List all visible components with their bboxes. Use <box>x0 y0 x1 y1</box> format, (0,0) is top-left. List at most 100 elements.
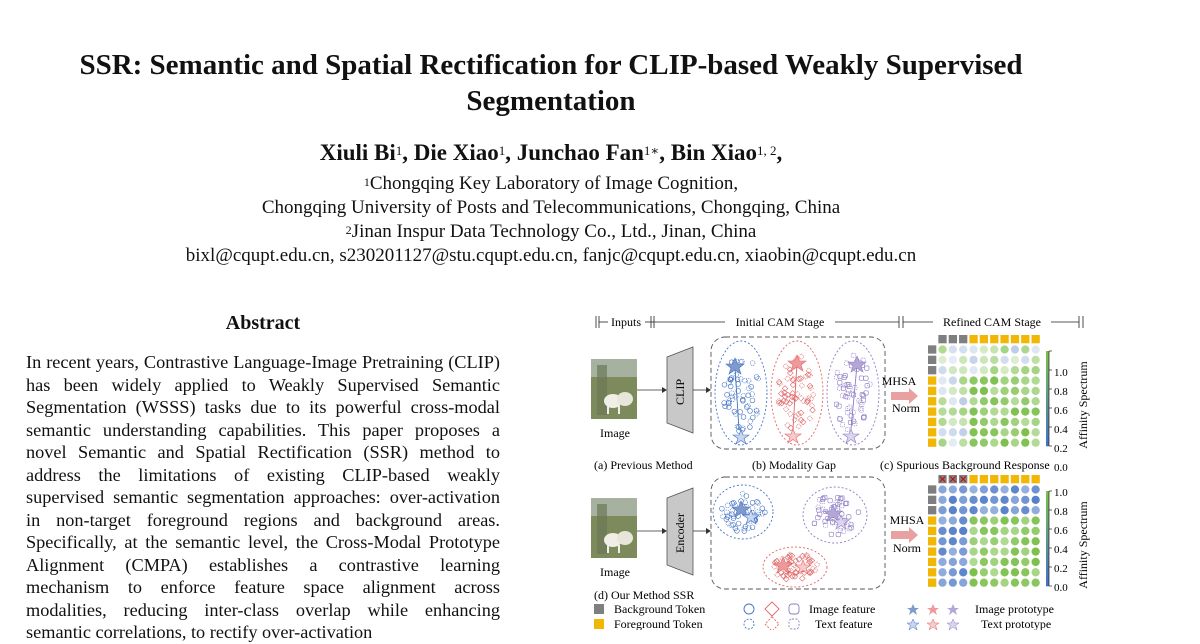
feature-dot <box>739 426 745 433</box>
feature-dot <box>864 365 870 371</box>
affinity-cell <box>990 438 999 447</box>
token-cell <box>979 335 989 344</box>
encoder-label: Encoder <box>673 513 687 553</box>
feature-dot <box>799 418 807 426</box>
affinity-cell <box>990 485 999 494</box>
affinity-cell <box>1021 355 1030 364</box>
legend-fg-token-swatch <box>594 619 604 629</box>
tick-bottom-5: 0.0 <box>1054 582 1068 594</box>
token-cell <box>928 386 937 396</box>
token-cell <box>928 568 937 577</box>
feature-dot <box>733 372 740 378</box>
affinity-cell <box>1031 345 1040 354</box>
affinity-cell <box>979 557 989 567</box>
feature-dot <box>850 352 856 358</box>
token-cell <box>928 417 937 427</box>
feature-dot <box>729 396 736 403</box>
affinity-cell <box>1000 417 1009 427</box>
affinity-cell <box>959 407 968 416</box>
feature-dot <box>723 516 730 522</box>
affinity-cell <box>959 366 968 375</box>
affinity-cell <box>948 526 957 536</box>
affinity-cell <box>938 557 947 567</box>
feature-dot <box>726 380 732 386</box>
affinity-cell <box>990 366 999 375</box>
affinity-cell <box>969 526 978 536</box>
feature-dot <box>789 381 797 389</box>
affinity-cell <box>959 428 968 437</box>
feature-dot <box>749 505 756 511</box>
feature-dot <box>744 404 750 410</box>
feature-dot <box>823 522 829 528</box>
token-cell <box>1031 335 1040 344</box>
feature-dot <box>749 397 756 404</box>
affinity-cell <box>969 386 978 396</box>
feature-dot <box>809 391 817 399</box>
feature-dot <box>745 403 751 409</box>
feature-dot <box>840 528 846 534</box>
token-cell <box>928 485 937 494</box>
arrow-mhsa-bottom <box>891 527 918 543</box>
affinity-cell <box>959 506 968 515</box>
tick-top-0: 1.0 <box>1054 367 1068 379</box>
affinity-colorbar-top <box>1046 350 1052 447</box>
author-3: Junchao Fan1∗, <box>516 140 671 165</box>
feature-dot <box>726 404 732 410</box>
affinity-cell <box>938 366 947 375</box>
token-cell <box>948 335 957 344</box>
affinity-cell <box>1010 355 1020 364</box>
affinity-cell <box>969 397 978 406</box>
feature-dot <box>839 422 845 428</box>
feature-dot <box>735 520 742 527</box>
affinity-cell <box>959 376 968 385</box>
feature-dot <box>740 396 746 403</box>
affinity-cell <box>979 386 989 396</box>
feature-dot <box>806 382 814 390</box>
affinity-cell <box>969 428 978 437</box>
author-4: Bin Xiao1, 2, <box>670 140 783 165</box>
token-cell <box>928 547 937 556</box>
feature-dot <box>779 572 787 579</box>
clip-label: CLIP <box>673 379 687 405</box>
affinity-cell <box>1031 417 1040 427</box>
affinity-cell <box>1000 376 1009 385</box>
affinity-cell <box>938 345 947 354</box>
feature-dot <box>845 410 851 416</box>
affinity-cell <box>1031 547 1040 556</box>
feature-dot <box>755 500 761 506</box>
feature-dot <box>799 575 806 582</box>
feature-dot <box>840 392 846 398</box>
abstract-text: In recent years, Contrastive Language-Im… <box>26 352 500 642</box>
affinity-cell <box>979 526 989 536</box>
affinity-cell <box>938 537 947 546</box>
stage-inputs-label: Inputs <box>611 315 641 329</box>
affinity-cell <box>979 438 989 447</box>
affinity-cell <box>1000 495 1009 504</box>
feature-dot <box>782 405 790 413</box>
feature-dot <box>737 409 743 415</box>
token-cell <box>928 557 937 567</box>
author-2: Die Xiao1, <box>413 140 517 165</box>
email-list: bixl@cqupt.edu.cn, s230201127@stu.cqupt.… <box>185 245 917 266</box>
affinity-cell <box>948 557 957 567</box>
legend-feature-shapes <box>743 601 800 630</box>
affinity-cell <box>969 568 978 577</box>
affinity-cell <box>1021 495 1030 504</box>
affinity-cell <box>1031 557 1040 567</box>
caption-a: (a) Previous Method <box>594 458 693 472</box>
feature-dot <box>775 399 783 407</box>
legend-bg-token: Background Token <box>614 602 705 616</box>
feature-dot <box>799 552 806 560</box>
affinity-cell <box>979 495 989 504</box>
affinity-cell <box>948 547 957 556</box>
feature-dot <box>782 363 790 370</box>
token-cell <box>928 407 937 416</box>
legend-fg-token: Foreground Token <box>614 617 703 630</box>
affinity-cell <box>959 485 968 494</box>
feature-dot <box>817 497 823 503</box>
affinity-cell <box>979 397 989 406</box>
feature-dot <box>855 509 861 515</box>
affinity-cell <box>948 376 957 385</box>
feature-dot <box>787 369 794 377</box>
affinity-cell <box>1010 376 1020 385</box>
